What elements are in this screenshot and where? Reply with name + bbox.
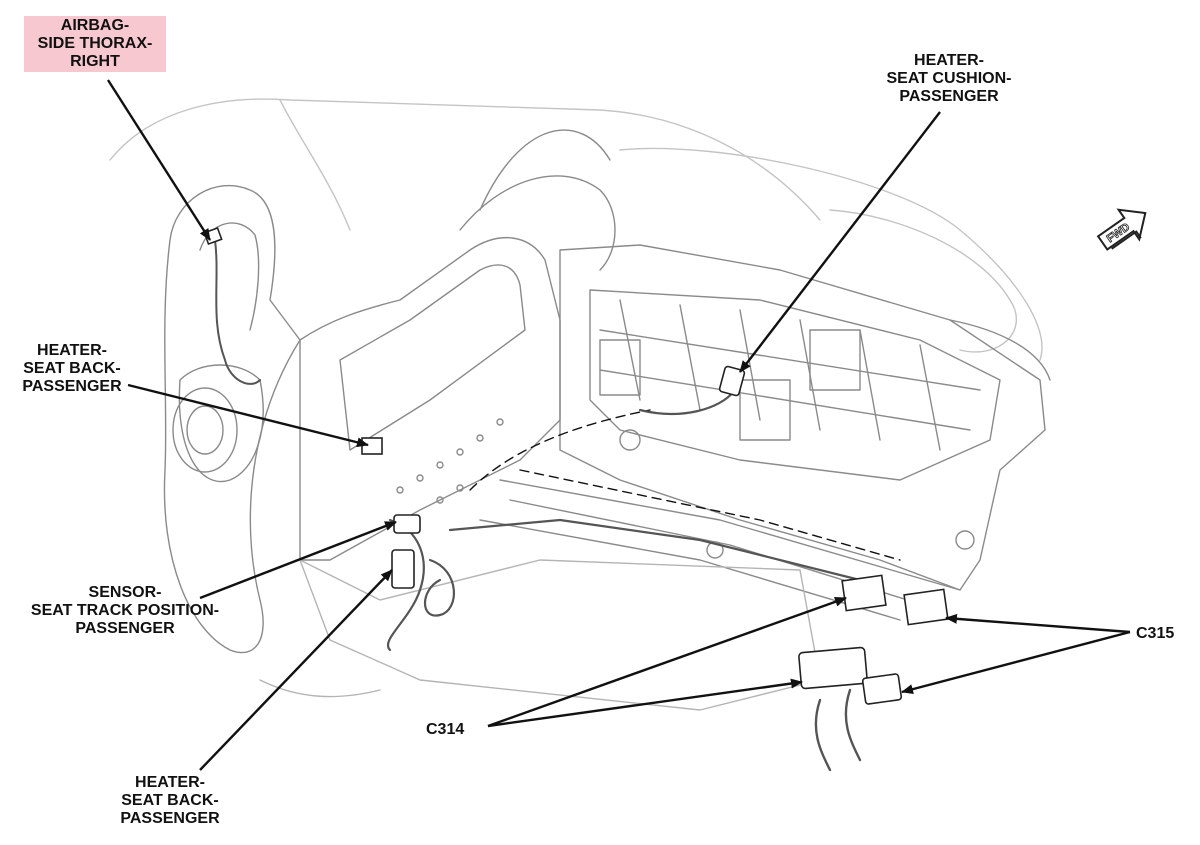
callout-line: SEAT CUSHION- <box>886 70 1012 87</box>
side-rail-holes <box>396 418 504 504</box>
harness-to-connectors <box>448 518 862 582</box>
recliner-knob-inner <box>186 405 224 455</box>
seat-back-pad <box>459 175 616 271</box>
leader-c314-lower <box>487 678 803 728</box>
cushion-frame-outer <box>559 244 1046 591</box>
callout-line: HEATER- <box>37 342 107 359</box>
callout-c314: C314 <box>426 721 464 739</box>
callout-line: SEAT BACK- <box>121 792 219 809</box>
recliner-knob <box>172 387 238 473</box>
rail-bolt-2 <box>619 429 641 451</box>
callout-line: SIDE THORAX- <box>37 35 153 52</box>
pillar-outline <box>109 98 821 221</box>
leader-sensor <box>199 520 397 600</box>
connector-label-c315: C315 <box>1136 625 1175 642</box>
rail-bolt-3 <box>955 530 975 550</box>
leader-c315-lower <box>901 630 1131 695</box>
cushion-block-1 <box>739 379 791 441</box>
harness-down <box>814 688 862 772</box>
connectors <box>203 226 949 705</box>
callout-line: HEATER- <box>135 774 205 791</box>
leader-heater-back-upper <box>127 383 369 448</box>
c315-connector-lower <box>861 673 903 705</box>
heater-back-lower-connector <box>391 549 415 589</box>
c314-connector-lower <box>798 646 868 690</box>
callout-line: RIGHT <box>70 53 120 70</box>
seat-back-heater-connector <box>361 437 383 455</box>
callout-line: PASSENGER <box>899 88 999 105</box>
leader-c314-upper <box>487 596 847 728</box>
leader-heater-back-lower <box>199 569 393 771</box>
harness-main <box>387 518 425 652</box>
callout-line: SEAT BACK- <box>23 360 121 377</box>
callout-airbag-side-thorax-right: AIRBAG- SIDE THORAX- RIGHT <box>24 16 166 72</box>
pillar-outline-2 <box>279 99 351 231</box>
leader-lines <box>106 79 1131 771</box>
wire-route-dashed <box>469 409 901 561</box>
floor-line <box>259 679 381 698</box>
harness-loop <box>424 558 455 617</box>
callout-line: SEAT TRACK POSITION- <box>30 602 220 619</box>
leader-airbag <box>106 79 212 241</box>
callout-line: SENSOR- <box>88 584 162 601</box>
callout-sensor-seat-track-position-passenger: SENSOR- SEAT TRACK POSITION- PASSENGER <box>12 584 238 638</box>
seat-back-top <box>479 129 611 211</box>
leader-heater-cushion <box>739 111 941 373</box>
callout-heater-seat-cushion-passenger: HEATER- SEAT CUSHION- PASSENGER <box>862 52 1036 106</box>
callout-line: PASSENGER <box>22 378 122 395</box>
seat-back-frame <box>299 236 561 561</box>
callout-line: HEATER- <box>914 52 984 69</box>
c315-connector-upper <box>903 588 949 626</box>
callout-heater-seat-back-passenger-lower: HEATER- SEAT BACK- PASSENGER <box>104 774 236 828</box>
sensor-connector <box>393 514 421 534</box>
seat-back-frame-inner <box>339 264 526 451</box>
cushion-frame-inner <box>589 289 1001 481</box>
seat-rail-lower <box>479 519 901 621</box>
roof-line <box>619 147 1043 361</box>
cushion-springs-1 <box>619 299 941 451</box>
seat-back-outer <box>163 185 301 654</box>
leader-c315-upper <box>945 613 1131 634</box>
callout-line: PASSENGER <box>120 810 220 827</box>
cushion-front-edge <box>949 319 1051 381</box>
harness-cushion <box>638 388 737 416</box>
callout-heater-seat-back-passenger-upper: HEATER- SEAT BACK- PASSENGER <box>6 342 138 396</box>
forward-direction-arrow-icon: FWD <box>1096 208 1147 251</box>
cushion-heater-connector <box>718 365 746 397</box>
seat-rail-front <box>499 479 961 591</box>
seat-back-bolster <box>178 364 264 483</box>
cushion-block-3 <box>599 339 641 396</box>
connector-label-c314: C314 <box>426 721 465 738</box>
callout-line: PASSENGER <box>75 620 175 637</box>
seat-sketch <box>109 98 1051 772</box>
callout-line: AIRBAG- <box>60 17 130 34</box>
harness-airbag <box>214 239 261 385</box>
seat-headrest-outline <box>829 209 1017 353</box>
c314-connector-upper <box>841 574 887 612</box>
cushion-springs-2 <box>599 329 981 431</box>
rail-bolt-1 <box>706 541 724 559</box>
callout-c315: C315 <box>1136 625 1174 643</box>
cushion-block-2 <box>809 329 861 391</box>
